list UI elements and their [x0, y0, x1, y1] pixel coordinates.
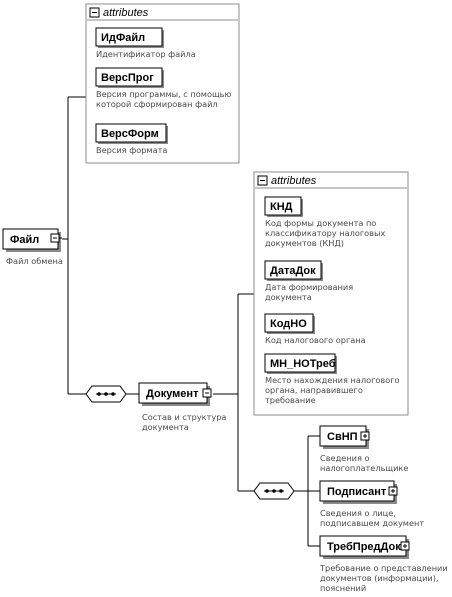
child-name: Подписант: [327, 486, 387, 498]
child-element[interactable]: Подписант: [319, 480, 398, 504]
collapse-icon[interactable]: [50, 233, 60, 243]
document-desc-line: документа: [142, 422, 189, 432]
attribute-name: ВерсФорм: [101, 128, 159, 140]
document-element[interactable]: Документ: [138, 382, 212, 406]
child-element[interactable]: СвНП: [319, 425, 370, 449]
child-desc: подписавшем документ: [320, 518, 424, 528]
attribute-item[interactable]: КодНО: [264, 313, 315, 334]
child-desc: Сведения о: [320, 453, 370, 463]
attribute-desc: классификатору налоговых: [265, 228, 385, 238]
doc-attributes-group: attributes КНД Код формы документа поклас…: [253, 171, 409, 416]
expand-icon[interactable]: [360, 431, 370, 441]
attribute-item[interactable]: ДатаДок: [264, 260, 323, 281]
attribute-desc: органа, направившего: [265, 385, 363, 395]
child-desc: документов (информации),: [320, 573, 439, 583]
child-desc: Сведения о лице,: [320, 508, 396, 518]
attribute-desc: Код налогового органа: [265, 335, 366, 345]
connector-lines: [62, 96, 320, 547]
child-name: СвНП: [327, 431, 358, 443]
attribute-item[interactable]: ВерсПрог: [95, 67, 164, 88]
root-desc: Файл обмена: [6, 256, 63, 266]
document-name: Документ: [146, 388, 199, 400]
attributes-collapse-icon[interactable]: [257, 175, 268, 186]
attributes-header: attributes: [103, 7, 149, 19]
attribute-desc: документов (КНД): [265, 238, 344, 248]
attribute-desc: требование: [265, 395, 316, 405]
attribute-name: КодНО: [270, 318, 307, 330]
attribute-item[interactable]: ИдФайл: [95, 27, 164, 48]
attribute-desc: Код формы документа по: [265, 218, 376, 228]
attribute-item[interactable]: КНД: [264, 196, 303, 217]
attribute-desc: Идентификатор файла: [96, 49, 196, 59]
sequence-compositor[interactable]: [253, 482, 295, 500]
attribute-name: ВерсПрог: [101, 72, 154, 84]
child-desc: налогоплательщике: [320, 463, 408, 473]
attribute-name: ИдФайл: [101, 32, 145, 44]
attribute-item[interactable]: ВерсФорм: [95, 123, 168, 144]
attribute-desc: Версия программы, с помощью: [96, 89, 231, 99]
attribute-item[interactable]: МН_НОТреб: [264, 353, 337, 374]
expand-icon[interactable]: [388, 486, 398, 496]
attribute-desc: документа: [265, 292, 312, 302]
attribute-desc: которой сформирован файл: [96, 99, 218, 109]
attributes-header: attributes: [271, 175, 317, 187]
root-element[interactable]: Файл: [2, 228, 62, 252]
attributes-collapse-icon[interactable]: [89, 7, 100, 18]
root-name: Файл: [10, 234, 39, 246]
child-desc: Требование о представлении: [319, 563, 448, 573]
attribute-desc: Место нахождения налогового: [265, 375, 400, 385]
expand-icon[interactable]: [400, 541, 410, 551]
child-name: ТребПредДок: [327, 541, 401, 553]
child-element[interactable]: ТребПредДок: [319, 535, 410, 559]
attribute-name: КНД: [270, 201, 293, 213]
attribute-name: МН_НОТреб: [270, 358, 336, 370]
sequence-compositor[interactable]: [85, 385, 127, 403]
document-desc-line: Состав и структура: [142, 412, 226, 422]
attribute-name: ДатаДок: [270, 265, 316, 277]
attribute-desc: Дата формирования: [265, 282, 353, 292]
child-desc: пояснений: [320, 583, 366, 593]
collapse-icon[interactable]: [202, 388, 212, 398]
attribute-desc: Версия формата: [96, 145, 167, 155]
